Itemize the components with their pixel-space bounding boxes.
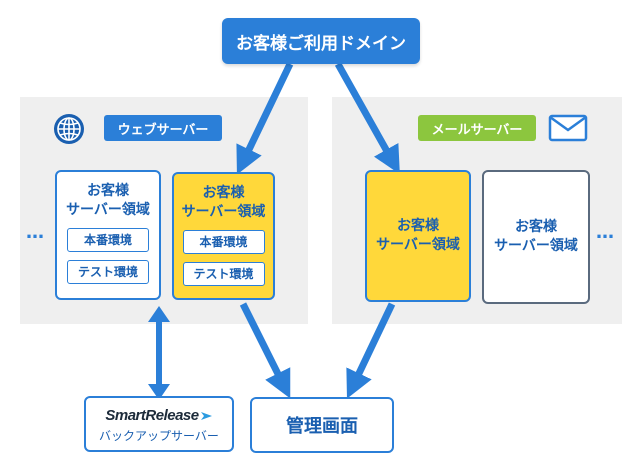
card-title-line1: お客様 [515,219,557,235]
more-indicator-left: … [26,222,45,243]
card-title-line2: サーバー領域 [66,202,150,218]
mail-server-tag: メールサーバー [418,115,536,141]
test-env-label: テスト環境 [67,260,149,284]
smartrelease-logo-mark-icon [200,411,212,420]
admin-screen-box: 管理画面 [250,397,394,453]
admin-screen-label: 管理画面 [286,416,358,437]
card-title-line2: サーバー領域 [494,238,578,254]
card-title-line1: お客様 [202,185,245,201]
card-title-line1: お客様 [87,183,129,199]
smartrelease-logo: SmartRelease [105,407,199,424]
backup-server-label: バックアップサーバー [99,429,219,443]
test-env-label: テスト環境 [182,262,265,286]
production-env-label: 本番環境 [67,228,149,252]
web-server-tag: ウェブサーバー [104,115,222,141]
web-server-area-card-right: お客様 サーバー領域 本番環境 テスト環境 [172,172,275,300]
web-server-area-card-left: お客様 サーバー領域 本番環境 テスト環境 [55,170,161,300]
card-title-line2: サーバー領域 [181,204,266,220]
globe-icon [54,114,84,144]
mail-server-area-card-right: お客様 サーバー領域 [482,170,590,304]
production-env-label: 本番環境 [182,230,265,254]
customer-domain-box: お客様ご利用ドメイン [222,18,420,64]
mail-icon [548,114,588,142]
card-title-line2: サーバー領域 [376,237,460,253]
mail-server-area-card-left: お客様 サーバー領域 [365,170,471,302]
card-title-line1: お客様 [397,218,439,234]
backup-server-box: SmartRelease バックアップサーバー [84,396,234,452]
more-indicator-right: … [596,222,615,243]
